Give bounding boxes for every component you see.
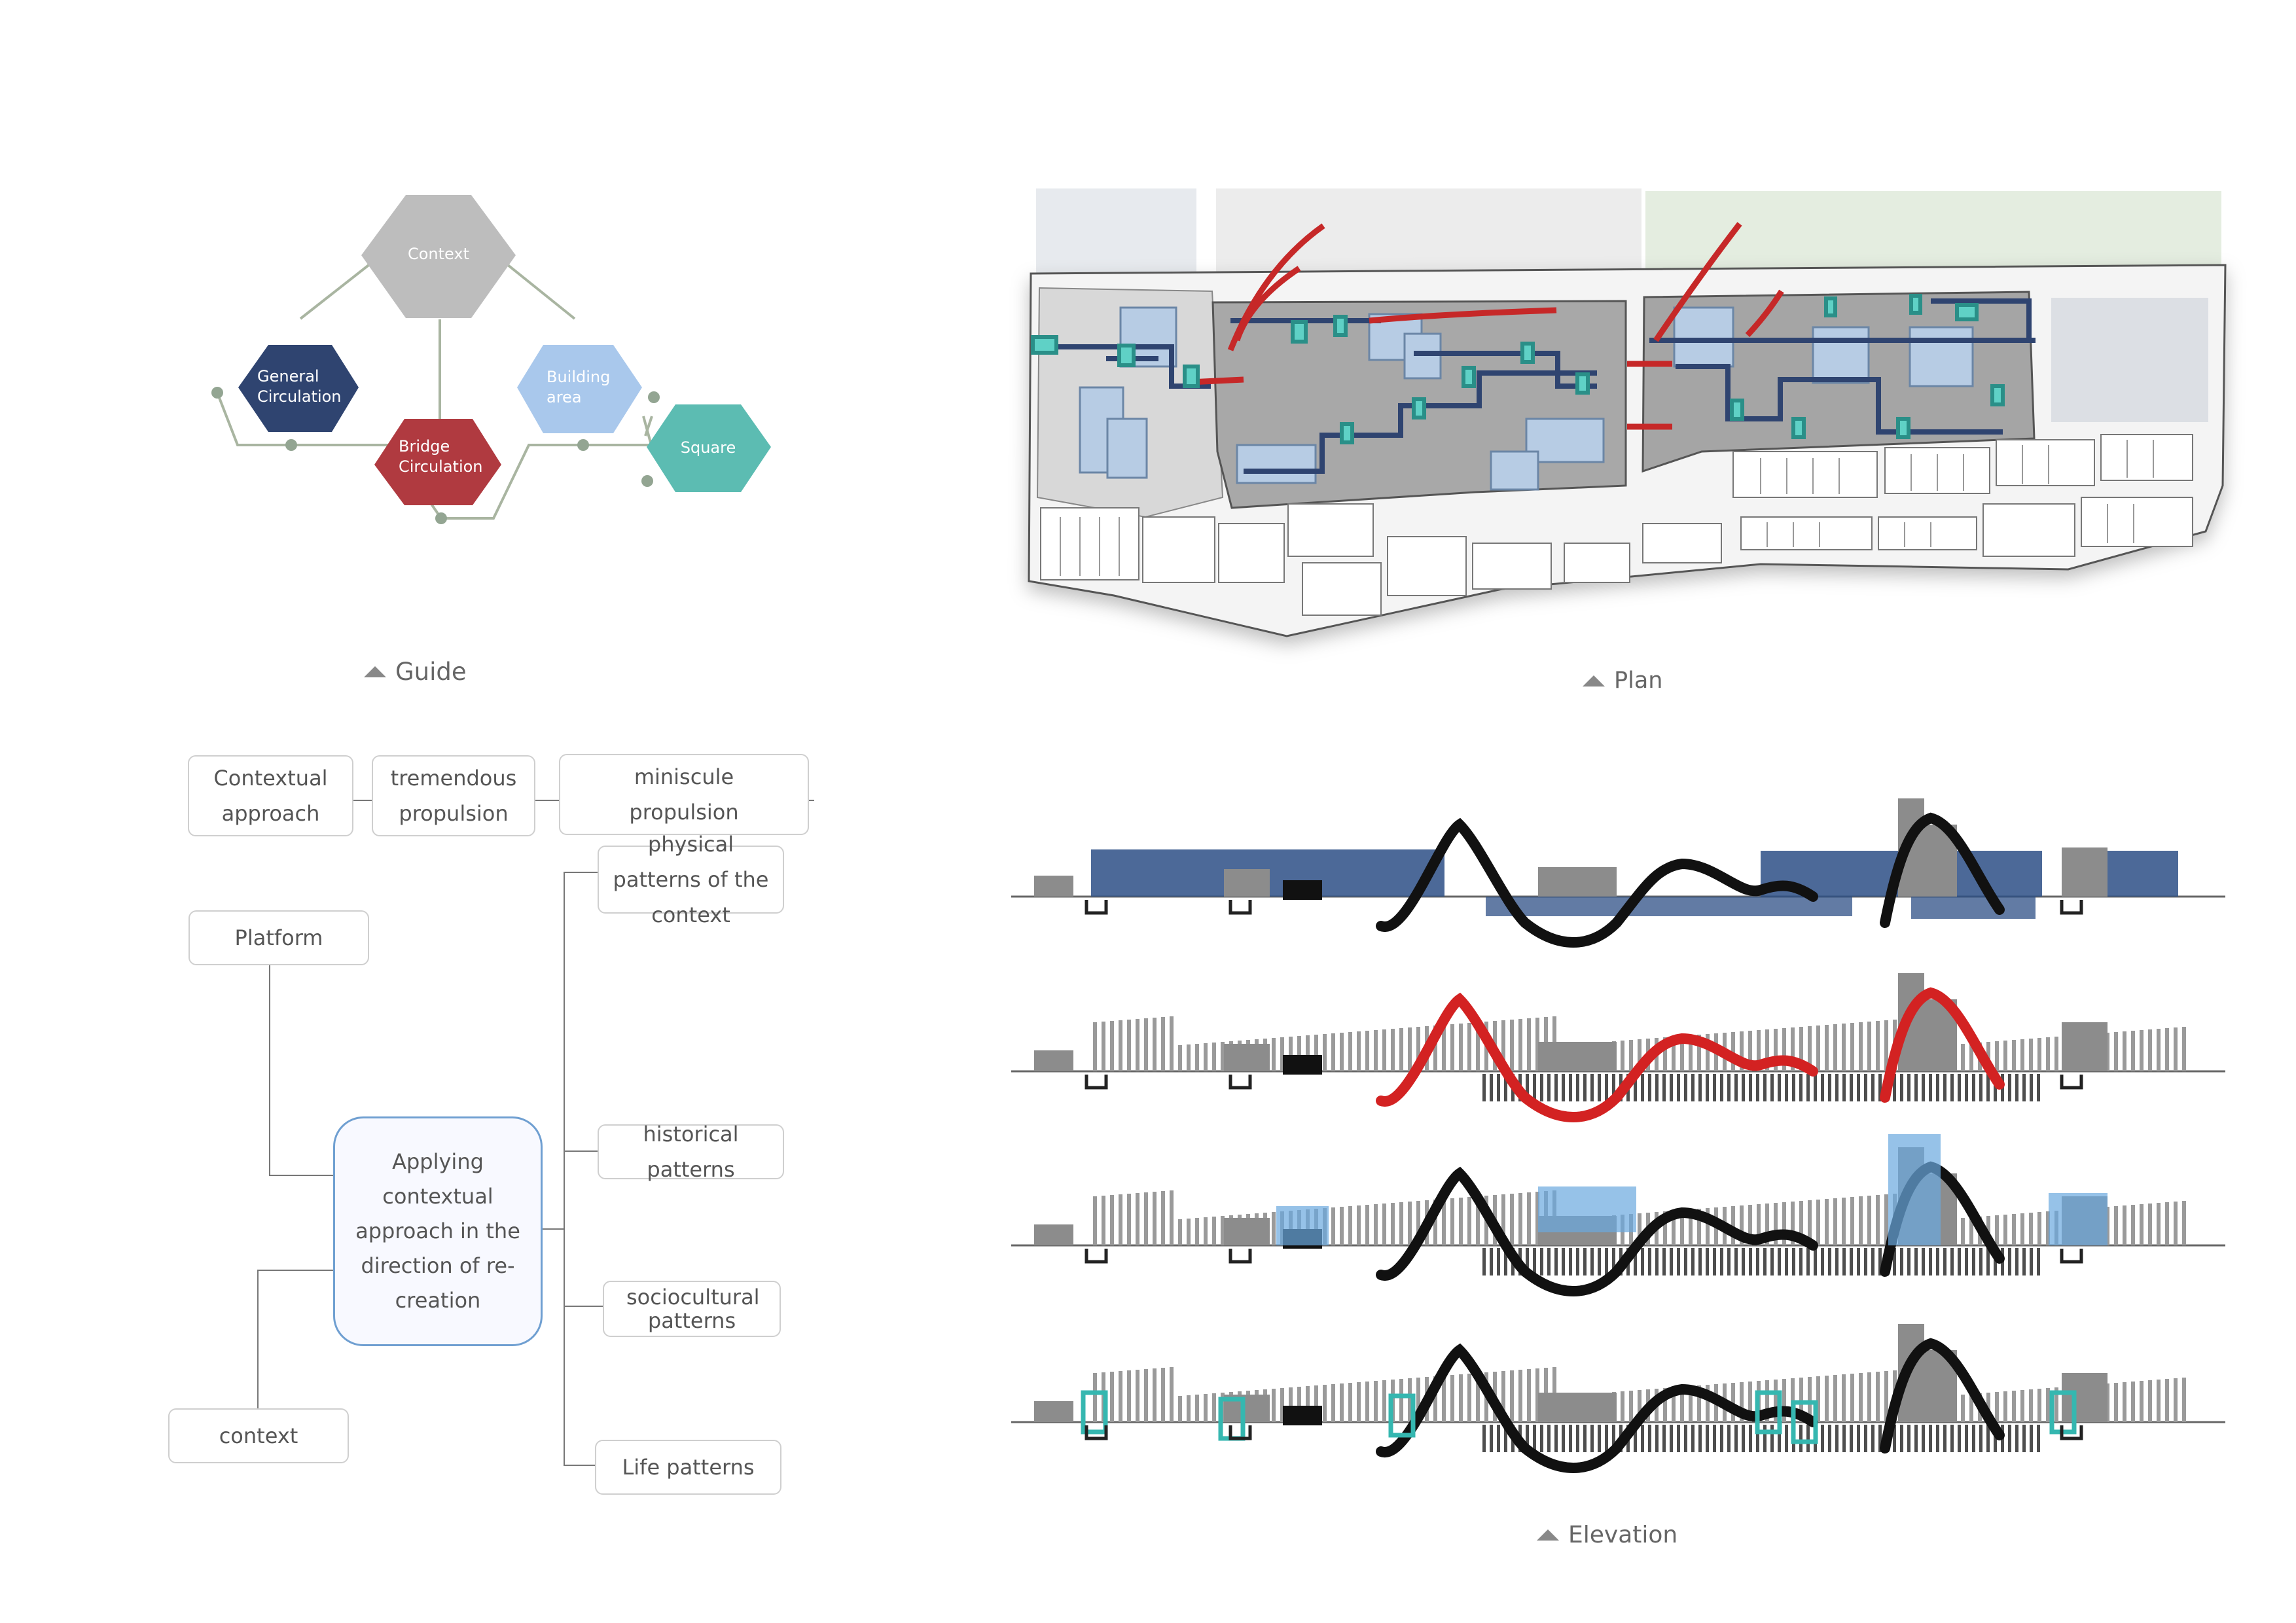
elevation-strip bbox=[1011, 973, 2225, 1117]
elevation-caption: Elevation bbox=[1537, 1522, 1677, 1548]
elevation-strip bbox=[1011, 1324, 2225, 1468]
caret-up-icon bbox=[1537, 1529, 1559, 1541]
elevation-strip bbox=[1011, 1134, 2225, 1291]
elevation-strip bbox=[1011, 798, 2225, 942]
elevation-caption-text: Elevation bbox=[1568, 1522, 1677, 1548]
